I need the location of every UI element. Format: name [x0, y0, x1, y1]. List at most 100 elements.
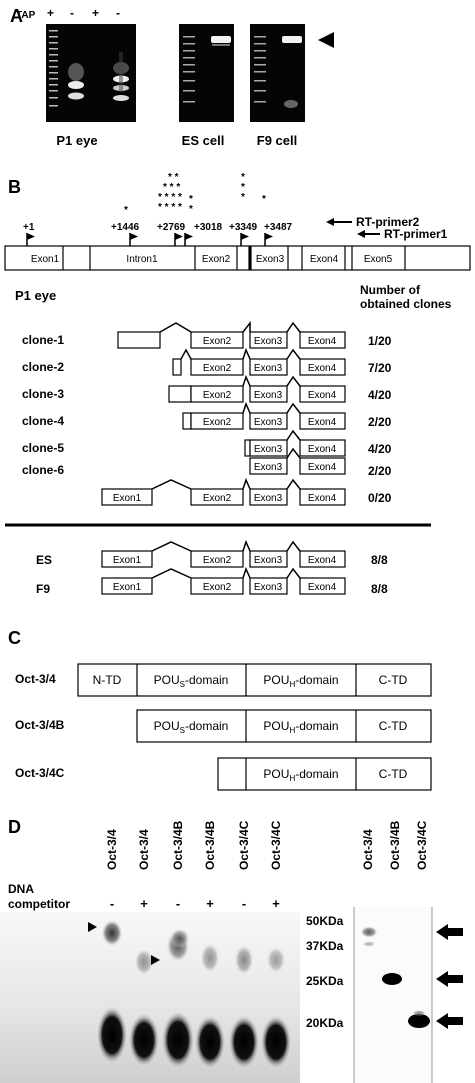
exon2-label: Exon2 — [203, 417, 232, 428]
panel-a-letter: A — [10, 6, 23, 26]
exon3-label: Exon3 — [254, 582, 283, 593]
left-arrow-icon — [326, 218, 334, 226]
clone-row: clone-6 Exon3 Exon4 2/20 — [22, 447, 392, 478]
mw-marker: 37KDa — [306, 939, 344, 953]
clone-name: clone-1 — [22, 333, 64, 347]
exon4-label: Exon4 — [308, 444, 337, 455]
tap-mark-4: - — [116, 6, 120, 20]
clone-name: clone-4 — [22, 414, 64, 428]
gel-label-es-cell: ES cell — [182, 133, 225, 148]
domain-pouh: POUH-domain — [263, 719, 338, 735]
asterisk-2769-row3: * * * * — [158, 192, 182, 203]
clone-name: clone-6 — [22, 463, 64, 477]
isoform-oct34c-bar: POUH-domain C-TD — [217, 757, 432, 791]
competitor-mark: + — [206, 896, 214, 911]
position-label: +1 — [23, 222, 35, 233]
domain-pous: POUS-domain — [154, 673, 229, 689]
panel-d: D Oct-3/4 Oct-3/4 Oct-3/4B Oct-3/4B Oct-… — [0, 817, 463, 1083]
exon3-label: Exon3 — [254, 493, 283, 504]
cell-line-count: 8/8 — [371, 582, 388, 596]
tss-arrow-icon — [174, 233, 183, 247]
exon1-label: Exon1 — [113, 493, 142, 504]
emsa-lane-label: Oct-3/4C — [237, 820, 251, 870]
tss-arrow-icon — [184, 233, 193, 247]
emsa-lane-label: Oct-3/4C — [269, 820, 283, 870]
western-lane-label: Oct-3/4C — [415, 820, 429, 870]
asterisk-2769-row2: * * * — [163, 182, 180, 193]
exon2-label: Exon2 — [203, 363, 232, 374]
cell-line-name: ES — [36, 553, 52, 567]
isoform-name: Oct-3/4B — [15, 718, 65, 732]
emsa-lane-label: Oct-3/4 — [105, 829, 119, 870]
asterisk-3349-row2: * — [241, 182, 245, 193]
isoform-oct34b-bar: POUS-domain POUH-domain C-TD — [136, 709, 432, 743]
exon4-label: Exon4 — [308, 555, 337, 566]
asterisk-3018-row2: * — [189, 204, 193, 215]
tss-arrow-icon — [129, 233, 138, 247]
asterisk-3349-row3: * — [241, 192, 245, 203]
clone-name: clone-2 — [22, 360, 64, 374]
mw-marker: 50KDa — [306, 914, 344, 928]
clone-row: clone-5 Exon3 Exon4 4/20 — [22, 429, 392, 457]
exon4-label: Exon4 — [308, 462, 337, 473]
exon2-label: Exon2 — [203, 336, 232, 347]
sample-label-p1-eye: P1 eye — [15, 288, 56, 303]
domain-pouh: POUH-domain — [263, 673, 338, 689]
exon3-label: Exon3 — [254, 555, 283, 566]
exon3-label: Exon3 — [254, 462, 283, 473]
cell-line-count: 8/8 — [371, 553, 388, 567]
clone-row: clone-4 Exon2 Exon3 Exon4 2/20 — [22, 401, 392, 430]
map-exon1: Exon1 — [31, 254, 60, 265]
exon3-label: Exon3 — [254, 363, 283, 374]
exon4-label: Exon4 — [308, 493, 337, 504]
exon3-label: Exon3 — [254, 390, 283, 401]
gel-es-cell — [179, 24, 234, 122]
panel-c-letter: C — [8, 628, 21, 648]
left-arrow-icon — [436, 1013, 463, 1029]
competitor-mark: - — [242, 896, 246, 911]
tap-mark-1: + — [47, 6, 54, 20]
clone-count: 7/20 — [368, 361, 392, 375]
asterisk-2769-row4: * * * * — [158, 202, 182, 213]
asterisk-2769-row1: * * — [168, 172, 179, 183]
competitor-label-line2: competitor — [8, 897, 70, 911]
map-intron1: Intron1 — [126, 254, 158, 265]
clone-count: 1/20 — [368, 334, 392, 348]
gel-p1-eye — [46, 24, 136, 122]
isoform-name: Oct-3/4C — [15, 766, 65, 780]
competitor-mark: + — [140, 896, 148, 911]
gel-label-f9-cell: F9 cell — [257, 133, 297, 148]
clone-count: 2/20 — [368, 464, 392, 478]
tss-arrow-icon — [26, 233, 35, 247]
map-exon5: Exon5 — [364, 254, 393, 265]
position-label: +2769 — [157, 222, 186, 233]
competitor-mark: - — [110, 896, 114, 911]
clone-count: 4/20 — [368, 388, 392, 402]
position-label: +3349 — [229, 222, 258, 233]
rt-primer2-label: RT-primer2 — [356, 215, 420, 229]
western-lane-label: Oct-3/4 — [361, 829, 375, 870]
emsa-gel — [0, 912, 300, 1083]
panel-a: A TAP + - + - P1 eye — [10, 6, 334, 148]
emsa-lane-label: Oct-3/4B — [203, 820, 217, 870]
exon2-label: Exon2 — [203, 555, 232, 566]
domain-label: N-TD — [93, 673, 122, 687]
genomic-map: Exon1 Intron1 Exon2 Exon3 Exon4 Exon5 — [4, 245, 471, 271]
clone-count: 2/20 — [368, 415, 392, 429]
tss-arrow-icon — [264, 233, 273, 247]
clone-row: clone-2 Exon2 Exon3 Exon4 7/20 — [22, 347, 392, 376]
left-arrow-icon — [436, 924, 463, 940]
tap-mark-3: + — [92, 6, 99, 20]
isoform-name: Oct-3/4 — [15, 672, 56, 686]
western-blot — [353, 907, 433, 1083]
mw-marker: 25KDa — [306, 974, 344, 988]
cell-line-row: F9 Exon1 Exon2 Exon3 Exon4 8/8 — [36, 566, 388, 596]
asterisk-3349-row1: * — [241, 172, 245, 183]
clone-row: clone-3 Exon2 Exon3 Exon4 4/20 — [22, 374, 392, 403]
exon4-label: Exon4 — [308, 582, 337, 593]
exon2-label: Exon2 — [203, 493, 232, 504]
mw-marker: 20KDa — [306, 1016, 344, 1030]
tap-mark-2: - — [70, 6, 74, 20]
position-label: +3018 — [194, 222, 223, 233]
